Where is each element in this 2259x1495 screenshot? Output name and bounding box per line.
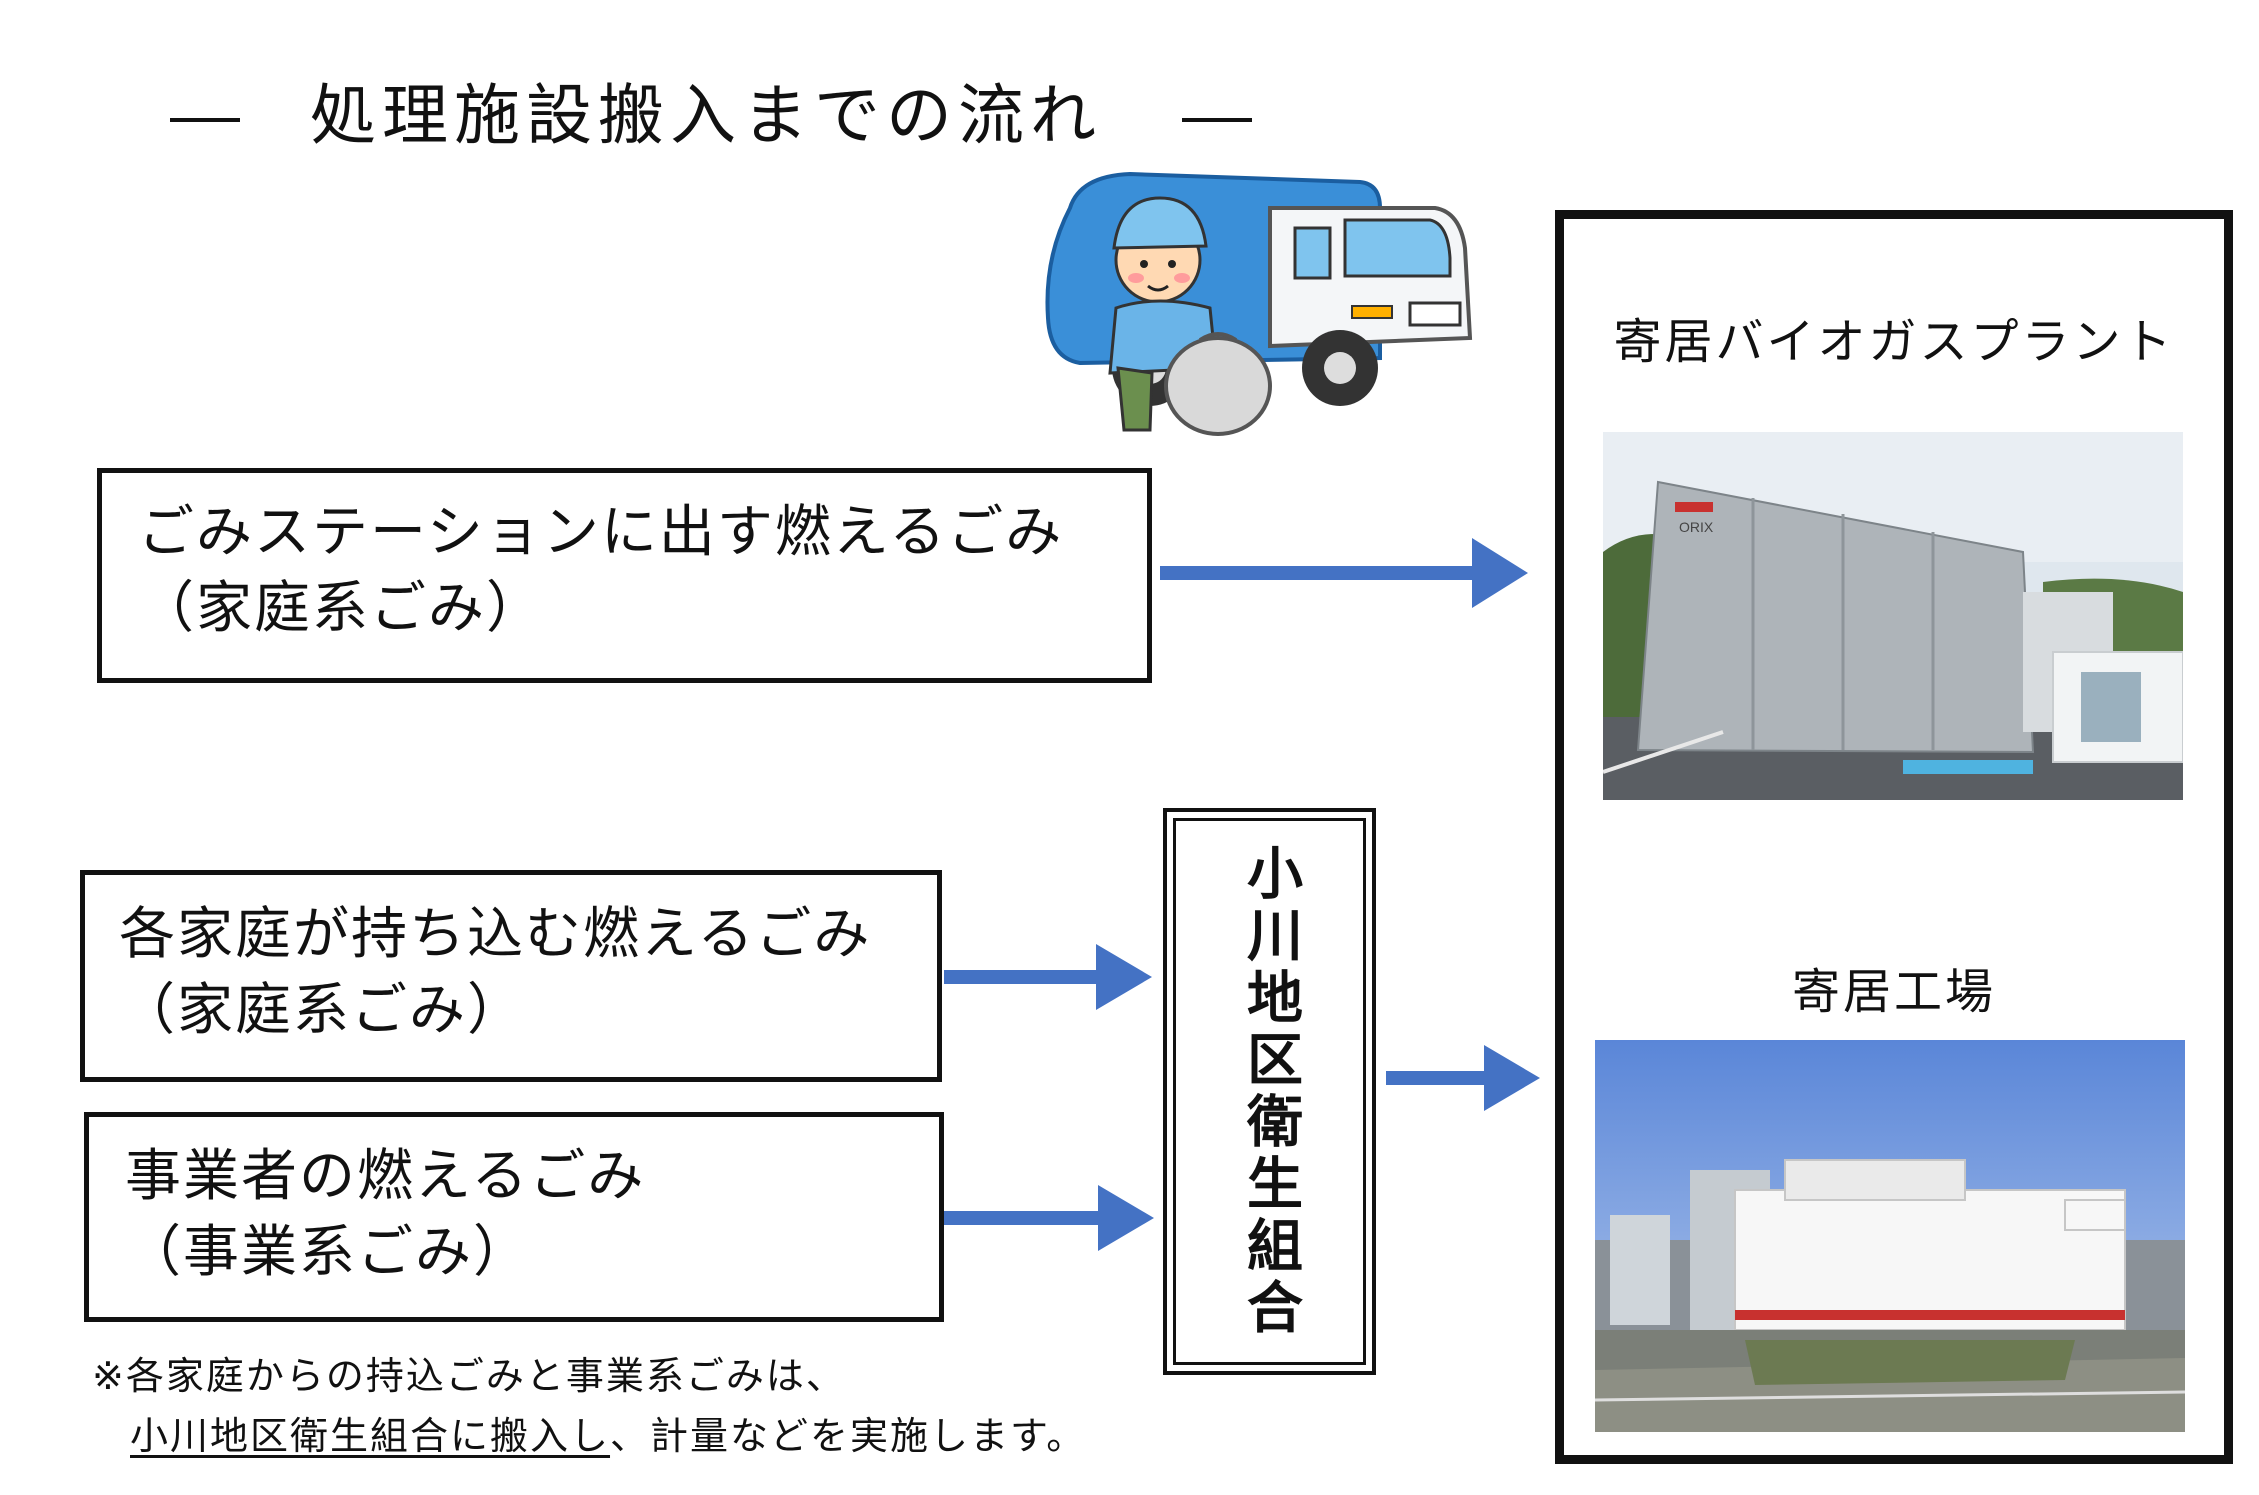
arrow-household-to-union [944, 944, 1154, 1010]
source-box-station-waste-line1: ごみステーションに出す燃えるごみ [138, 500, 1064, 565]
plant-label-yorii-factory: 寄居工場 [1791, 964, 1996, 1020]
plant-label-biogas: 寄居バイオガスプラント [1613, 314, 2175, 370]
photo-biogas-plant: ORIX [1603, 432, 2183, 800]
arrow-union-to-plants [1386, 1045, 1542, 1111]
title-dash-left [170, 117, 240, 122]
garbage-truck-icon [1040, 168, 1480, 438]
source-box-business-waste-line1: 事業者の燃えるごみ [125, 1144, 646, 1209]
arrow-business-to-union [944, 1185, 1156, 1251]
source-box-household-carry-in-line1: 各家庭が持ち込む燃えるごみ [119, 902, 872, 967]
title-dash-right [1182, 117, 1252, 122]
source-box-household-carry-in: 各家庭が持ち込む燃えるごみ （家庭系ごみ） [80, 870, 942, 1082]
footnote-underlined-text: 小川地区衛生組合に搬入し [130, 1414, 611, 1458]
footnote-line1: ※各家庭からの持込ごみと事業系ごみは、 [92, 1354, 846, 1398]
photo-yorii-factory [1595, 1040, 2185, 1432]
footnote-line2: 小川地区衛生組合に搬入し、計量などを実施します。 [130, 1405, 1086, 1460]
title-text: 処理施設搬入までの流れ [310, 77, 1102, 154]
source-box-station-waste: ごみステーションに出す燃えるごみ （家庭系ごみ） [97, 468, 1152, 683]
photo-biogas-sign: ORIX [1679, 519, 1714, 535]
source-box-business-waste: 事業者の燃えるごみ （事業系ごみ） [84, 1112, 944, 1322]
union-box: 小川地区衛生組合 [1163, 808, 1376, 1375]
union-box-inner: 小川地区衛生組合 [1173, 818, 1366, 1365]
union-label: 小川地区衛生組合 [1237, 843, 1303, 1340]
source-box-business-waste-line2: （事業系ごみ） [125, 1220, 531, 1285]
arrow-station-to-plants [1160, 538, 1530, 608]
source-box-station-waste-line2: （家庭系ごみ） [138, 576, 544, 641]
page-title: 処理施設搬入までの流れ [170, 62, 1252, 158]
footnote-rest-text: 、計量などを実施します。 [610, 1414, 1087, 1458]
source-box-household-carry-in-line2: （家庭系ごみ） [119, 978, 525, 1043]
